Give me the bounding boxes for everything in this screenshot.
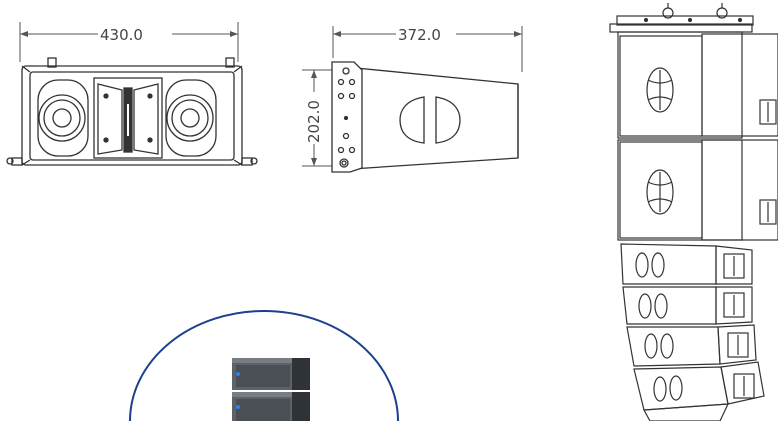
line-array-stack-drawing-icon [609, 3, 778, 421]
array-box-1 [620, 243, 753, 285]
array-box-3 [626, 324, 757, 367]
front-width-dimension [19, 22, 239, 62]
front-view-group: 430.0 [6, 22, 258, 166]
photo-circle-outline [129, 310, 399, 421]
side-height-label: 202.0 [305, 100, 323, 143]
side-depth-label: 372.0 [398, 26, 441, 44]
side-view-group: 372.0 202.0 [302, 26, 523, 173]
product-photo-group [129, 310, 399, 421]
front-width-label: 430.0 [100, 26, 143, 44]
side-depth-dimension [332, 26, 523, 72]
speaker-front-drawing-icon [6, 57, 258, 166]
speaker-product-photo-icon [232, 358, 310, 421]
side-height-dimension [302, 69, 335, 167]
array-box-2 [622, 286, 753, 325]
speaker-side-drawing-icon [331, 61, 519, 173]
array-box-4 [633, 361, 765, 411]
